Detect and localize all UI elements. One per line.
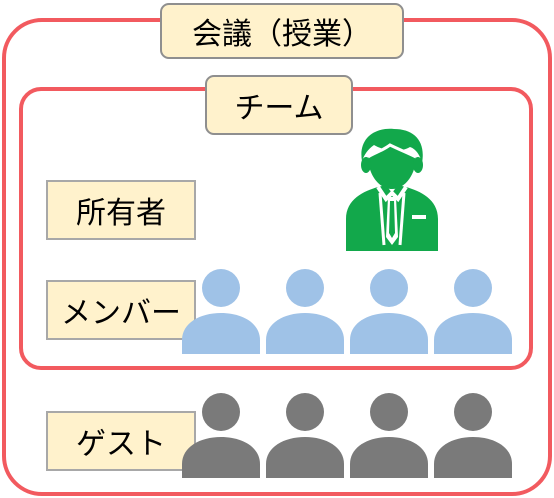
- member-row: [180, 268, 516, 354]
- guest-row: [180, 392, 516, 478]
- guest-person-icon: [182, 393, 260, 478]
- guest-person-icon: [350, 393, 428, 478]
- member-person-icon: [266, 269, 344, 354]
- team-title: チーム: [205, 75, 353, 135]
- member-person-icon: [350, 269, 428, 354]
- member-person-icon: [182, 269, 260, 354]
- member-label: メンバー: [46, 280, 196, 340]
- guest-label: ゲスト: [46, 411, 196, 471]
- guest-person-icon: [434, 393, 512, 478]
- owner-label: 所有者: [46, 180, 196, 240]
- member-person-icon: [434, 269, 512, 354]
- meeting-title: 会議（授業）: [160, 3, 404, 59]
- guest-person-icon: [266, 393, 344, 478]
- owner-businessman-icon: [346, 128, 438, 251]
